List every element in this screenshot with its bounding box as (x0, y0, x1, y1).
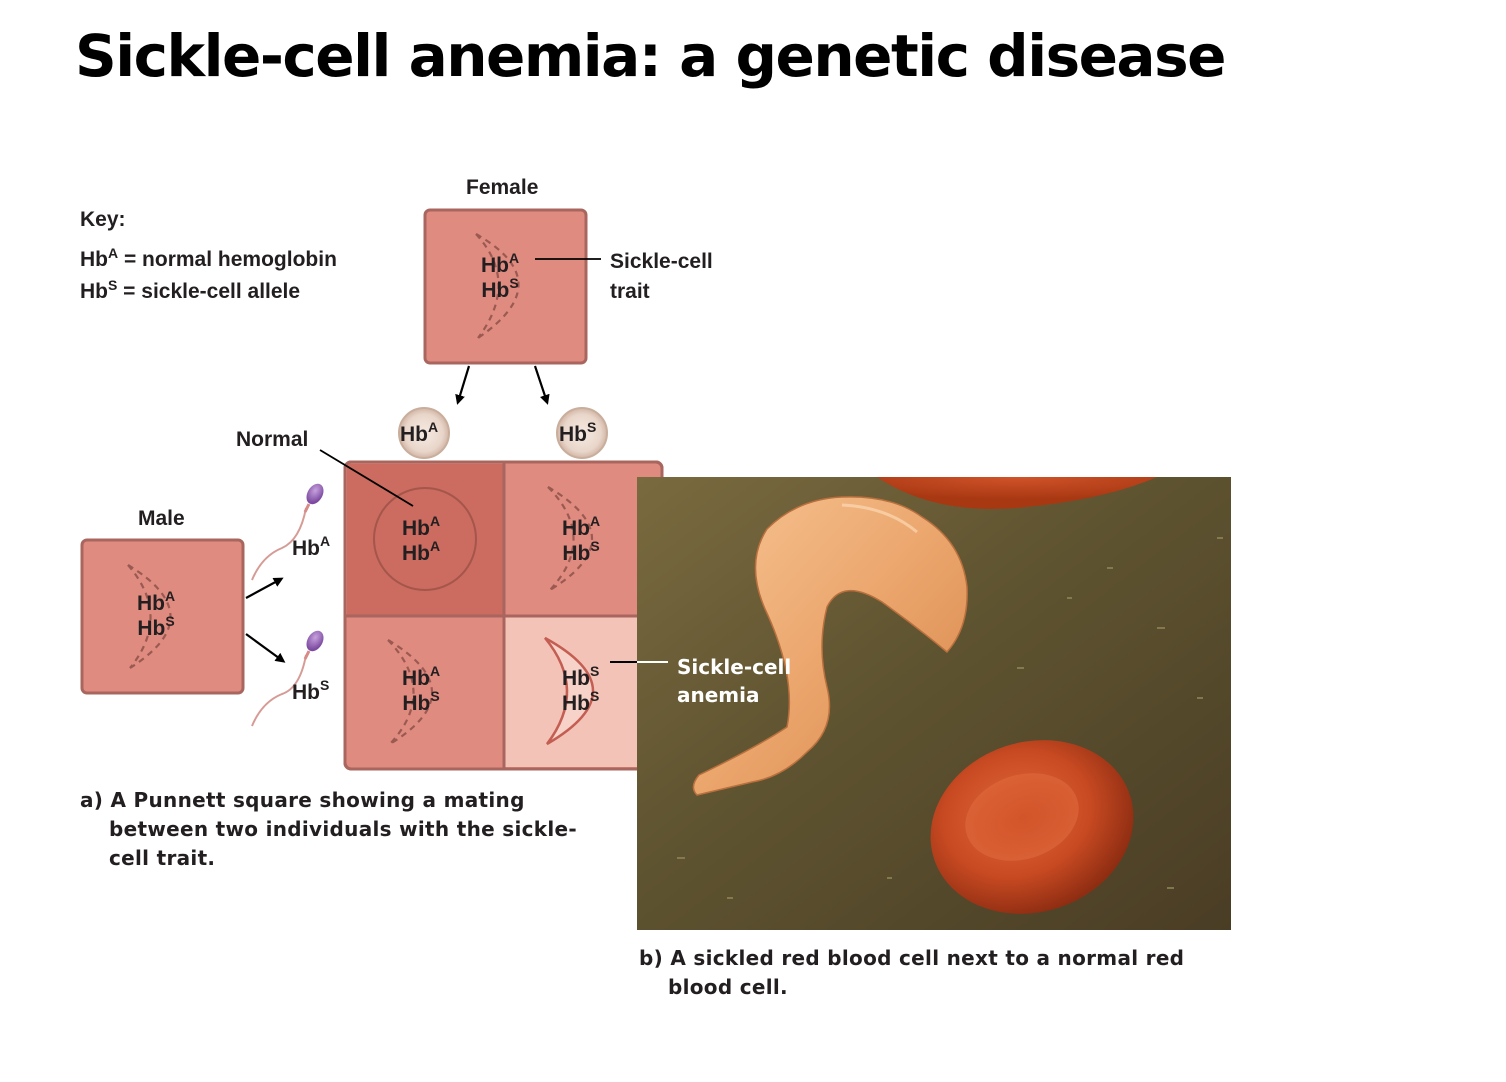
sem-photo (637, 477, 1231, 930)
page-title: Sickle-cell anemia: a genetic disease (75, 22, 1226, 90)
key-item-normal: HbA = normal hemoglobin (80, 245, 337, 271)
female-to-egg1-arrow (455, 365, 471, 405)
male-label: Male (138, 507, 185, 530)
female-square (423, 208, 588, 365)
sickled-cell (692, 496, 968, 796)
punnett-square (343, 460, 664, 771)
anemia-label: Sickle-cell anemia (677, 655, 792, 707)
sperm-1-label: HbA (292, 533, 331, 560)
female-alleles: HbA HbS (481, 250, 520, 303)
trait-label: Sickle-cell trait (610, 250, 713, 303)
female-to-egg2-arrow (533, 365, 550, 405)
key-item-sickle: HbS = sickle-cell allele (80, 277, 301, 303)
egg-1-label: HbA (400, 419, 439, 446)
sperm-2-label: HbS (292, 677, 330, 704)
caption-b: b) A sickled red blood cell next to a no… (639, 946, 1185, 999)
top-red-cell (877, 477, 1157, 509)
normal-cell-icon (373, 487, 477, 591)
egg-2-icon (556, 407, 608, 459)
normal-leader-line (319, 449, 414, 507)
punnett-cell-anemia: HbS HbS (562, 663, 600, 716)
male-to-sperm1-arrow (245, 577, 284, 599)
female-label: Female (466, 176, 539, 199)
punnett-cell-normal: HbA HbA (402, 513, 441, 566)
normal-label: Normal (236, 428, 309, 451)
male-square (80, 538, 245, 695)
male-to-sperm2-arrow (245, 633, 286, 663)
egg-2-label: HbS (559, 419, 597, 446)
egg-1-icon (398, 407, 450, 459)
sperm-1-icon (251, 483, 324, 581)
sperm-2-icon (251, 630, 324, 727)
sickle-cell-icon (544, 636, 595, 746)
key-heading: Key: (80, 208, 126, 231)
caption-a: a) A Punnett square showing a mating bet… (80, 788, 577, 870)
punnett-cell-trait-2: HbA HbS (402, 663, 441, 716)
punnett-cell-trait-1: HbA HbS (562, 513, 601, 566)
male-alleles: HbA HbS (137, 588, 176, 641)
